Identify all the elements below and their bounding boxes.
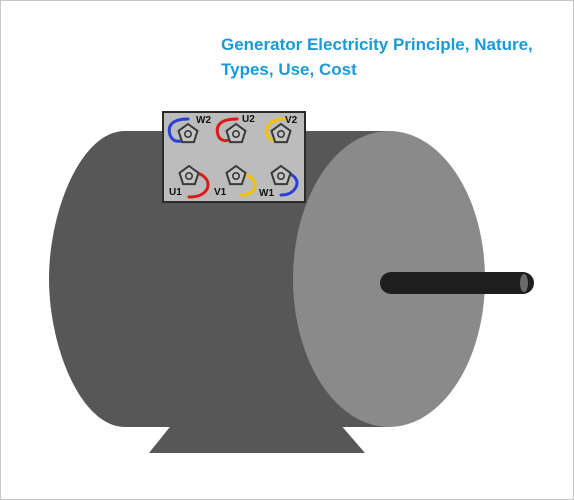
terminal-label-v2: V2: [285, 115, 298, 126]
terminal-label-w1: W1: [259, 188, 274, 199]
terminal-stud-u1: [178, 164, 200, 186]
terminal-stud-w1: [270, 164, 292, 186]
motor-base: [149, 423, 365, 453]
terminal-label-v1: V1: [214, 187, 227, 198]
wire-w1-blue: [279, 171, 299, 197]
title-line-2: Types, Use, Cost: [221, 60, 357, 79]
terminal-label-w2: W2: [196, 115, 211, 126]
terminal-label-u2: U2: [242, 114, 255, 125]
page-title: Generator Electricity Principle, Nature,…: [221, 32, 561, 82]
wire-u2-red: [215, 117, 239, 143]
wire-u1-red: [187, 171, 210, 199]
terminal-stud-v2: [270, 122, 292, 144]
title-line-1: Generator Electricity Principle, Nature,: [221, 35, 533, 54]
motor-body: [49, 131, 389, 427]
wire-v1-yellow: [235, 171, 257, 197]
terminal-stud-w2: [177, 122, 199, 144]
terminal-stud-v1: [225, 164, 247, 186]
shaft-end: [520, 274, 528, 292]
terminal-stud-u2: [225, 122, 247, 144]
terminal-label-u1: U1: [169, 187, 182, 198]
